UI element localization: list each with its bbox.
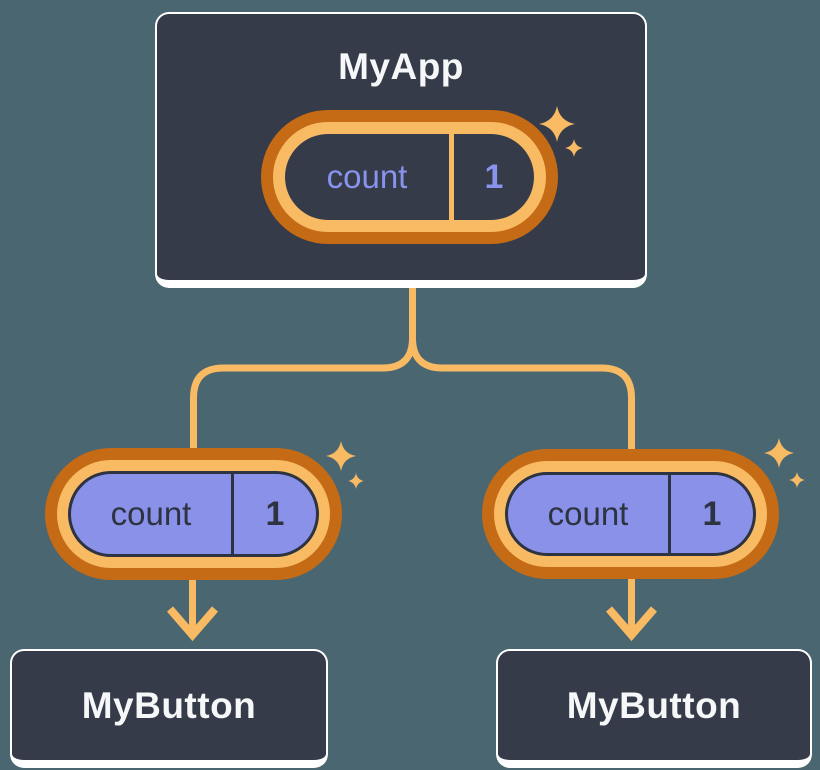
component-title-mybutton-left: MyButton <box>81 684 257 726</box>
state-name-label: count <box>326 158 408 195</box>
state-pill-child-left: count 1 <box>45 448 342 580</box>
state-name-label: count <box>110 495 192 532</box>
component-card-mybutton-right: MyButton <box>496 649 812 768</box>
pill-divider <box>231 474 234 554</box>
state-pill-root: count 1 <box>261 110 558 244</box>
state-pill-inner-ring: count 1 <box>273 122 546 232</box>
state-pill-inner-ring: count 1 <box>57 460 330 568</box>
state-value-label: 1 <box>265 494 285 533</box>
pill-divider <box>668 475 671 553</box>
state-pill-child-right: count 1 <box>482 449 779 579</box>
state-value-label: 1 <box>702 494 722 533</box>
arrow-down-left-head <box>166 606 219 642</box>
state-name-label: count <box>547 495 629 532</box>
component-title-mybutton-right: MyButton <box>566 684 742 726</box>
component-card-mybutton-left: MyButton <box>10 649 328 768</box>
state-pill-inner-ring: count 1 <box>494 461 767 567</box>
connector-branch-left <box>190 288 416 455</box>
component-title-myapp: MyApp <box>338 46 464 87</box>
arrow-down-right-head <box>605 606 658 642</box>
connector-branch-right <box>409 288 635 455</box>
state-value-label: 1 <box>484 157 504 196</box>
pill-divider <box>449 134 454 220</box>
